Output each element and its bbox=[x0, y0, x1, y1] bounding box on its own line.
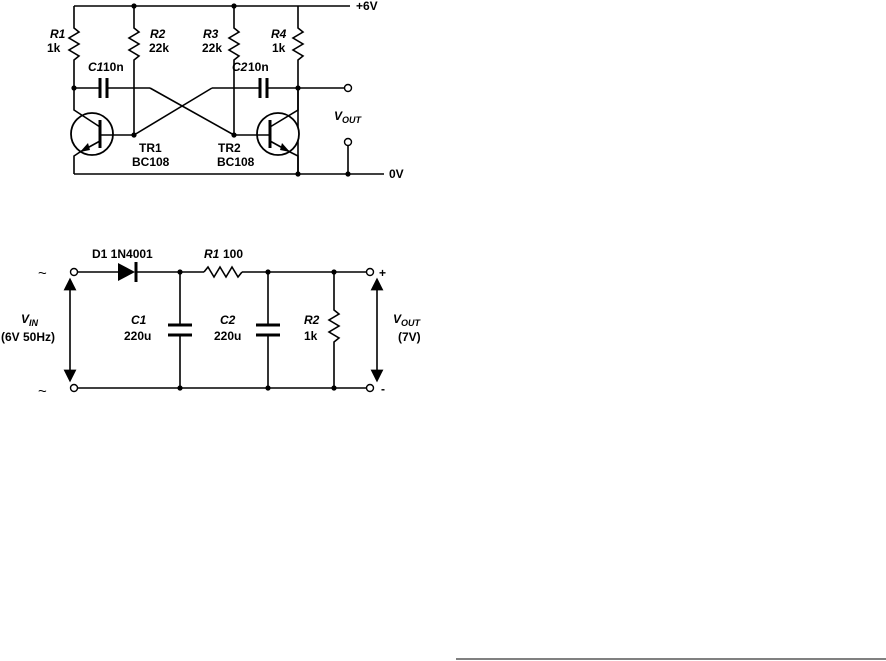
sr2-ref: R2 bbox=[304, 313, 320, 327]
resistor-r4 bbox=[291, 6, 305, 174]
r2-ref: R2 bbox=[150, 27, 166, 41]
r3-ref: R3 bbox=[203, 27, 219, 41]
c1-value: 10n bbox=[103, 60, 124, 74]
sc2-ref: C2 bbox=[220, 313, 236, 327]
sr1-value: 100 bbox=[223, 247, 243, 261]
multivibrator-circuit: +6V R1 1k R2 22k R3 22k R4 1k C1 bbox=[47, 0, 404, 181]
r1-value: 1k bbox=[47, 41, 61, 55]
input-terminal bbox=[69, 383, 79, 393]
supply-circuit: ~ ~ D1 1N4001 R1 100 + C1 220u bbox=[1, 247, 422, 400]
transistor-tr2 bbox=[234, 88, 300, 174]
output-terminal bbox=[343, 137, 353, 147]
c1-ref: C1 bbox=[88, 60, 104, 74]
ground-label: 0V bbox=[389, 167, 404, 181]
transistor-tr1 bbox=[70, 88, 134, 174]
junction bbox=[177, 385, 183, 391]
vout-label: VOUT bbox=[393, 312, 422, 328]
ac-symbol: ~ bbox=[38, 265, 47, 282]
resistor-r1 bbox=[203, 265, 243, 279]
sr1-ref: R1 bbox=[204, 247, 220, 261]
junction bbox=[295, 171, 301, 177]
output-terminal bbox=[343, 83, 353, 93]
vin-desc: (6V 50Hz) bbox=[1, 330, 55, 344]
supply-label: +6V bbox=[356, 0, 378, 13]
vin-label: VIN bbox=[21, 312, 39, 328]
r1-ref: R1 bbox=[50, 27, 66, 41]
resistor-r2 bbox=[127, 6, 141, 135]
plus-sign: + bbox=[379, 266, 386, 280]
r2-value: 22k bbox=[149, 41, 169, 55]
tr2-ref: TR2 bbox=[218, 141, 241, 155]
r3-value: 22k bbox=[202, 41, 222, 55]
sc1-ref: C1 bbox=[131, 313, 147, 327]
capacitor-c1 bbox=[74, 78, 150, 98]
output-terminal bbox=[365, 383, 375, 393]
vout-desc: (7V) bbox=[398, 330, 421, 344]
capacitor-c2 bbox=[212, 78, 344, 98]
r4-value: 1k bbox=[272, 41, 286, 55]
sc1-value: 220u bbox=[124, 329, 151, 343]
capacitor-c2 bbox=[256, 272, 280, 388]
ac-symbol: ~ bbox=[38, 383, 47, 400]
cross-wire bbox=[133, 87, 213, 136]
c2-value: 10n bbox=[248, 60, 269, 74]
input-terminal bbox=[69, 267, 79, 277]
junction bbox=[331, 385, 337, 391]
tr1-ref: TR1 bbox=[139, 141, 162, 155]
tr1-part: BC108 bbox=[132, 155, 170, 169]
resistor-r2 bbox=[327, 272, 341, 388]
resistor-r1 bbox=[67, 6, 81, 88]
cross-wire bbox=[149, 87, 235, 136]
tr2-part: BC108 bbox=[217, 155, 255, 169]
vout-label: VOUT bbox=[334, 109, 363, 125]
minus-sign: - bbox=[381, 382, 385, 396]
sr2-value: 1k bbox=[304, 329, 318, 343]
c2-ref: C2 bbox=[232, 60, 248, 74]
junction bbox=[265, 385, 271, 391]
output-terminal bbox=[365, 267, 375, 277]
diode-d1 bbox=[118, 262, 138, 282]
sc2-value: 220u bbox=[214, 329, 241, 343]
d1-label: D1 1N4001 bbox=[92, 247, 153, 261]
r4-ref: R4 bbox=[271, 27, 287, 41]
capacitor-c1 bbox=[168, 272, 192, 388]
resistor-r3 bbox=[227, 6, 241, 135]
